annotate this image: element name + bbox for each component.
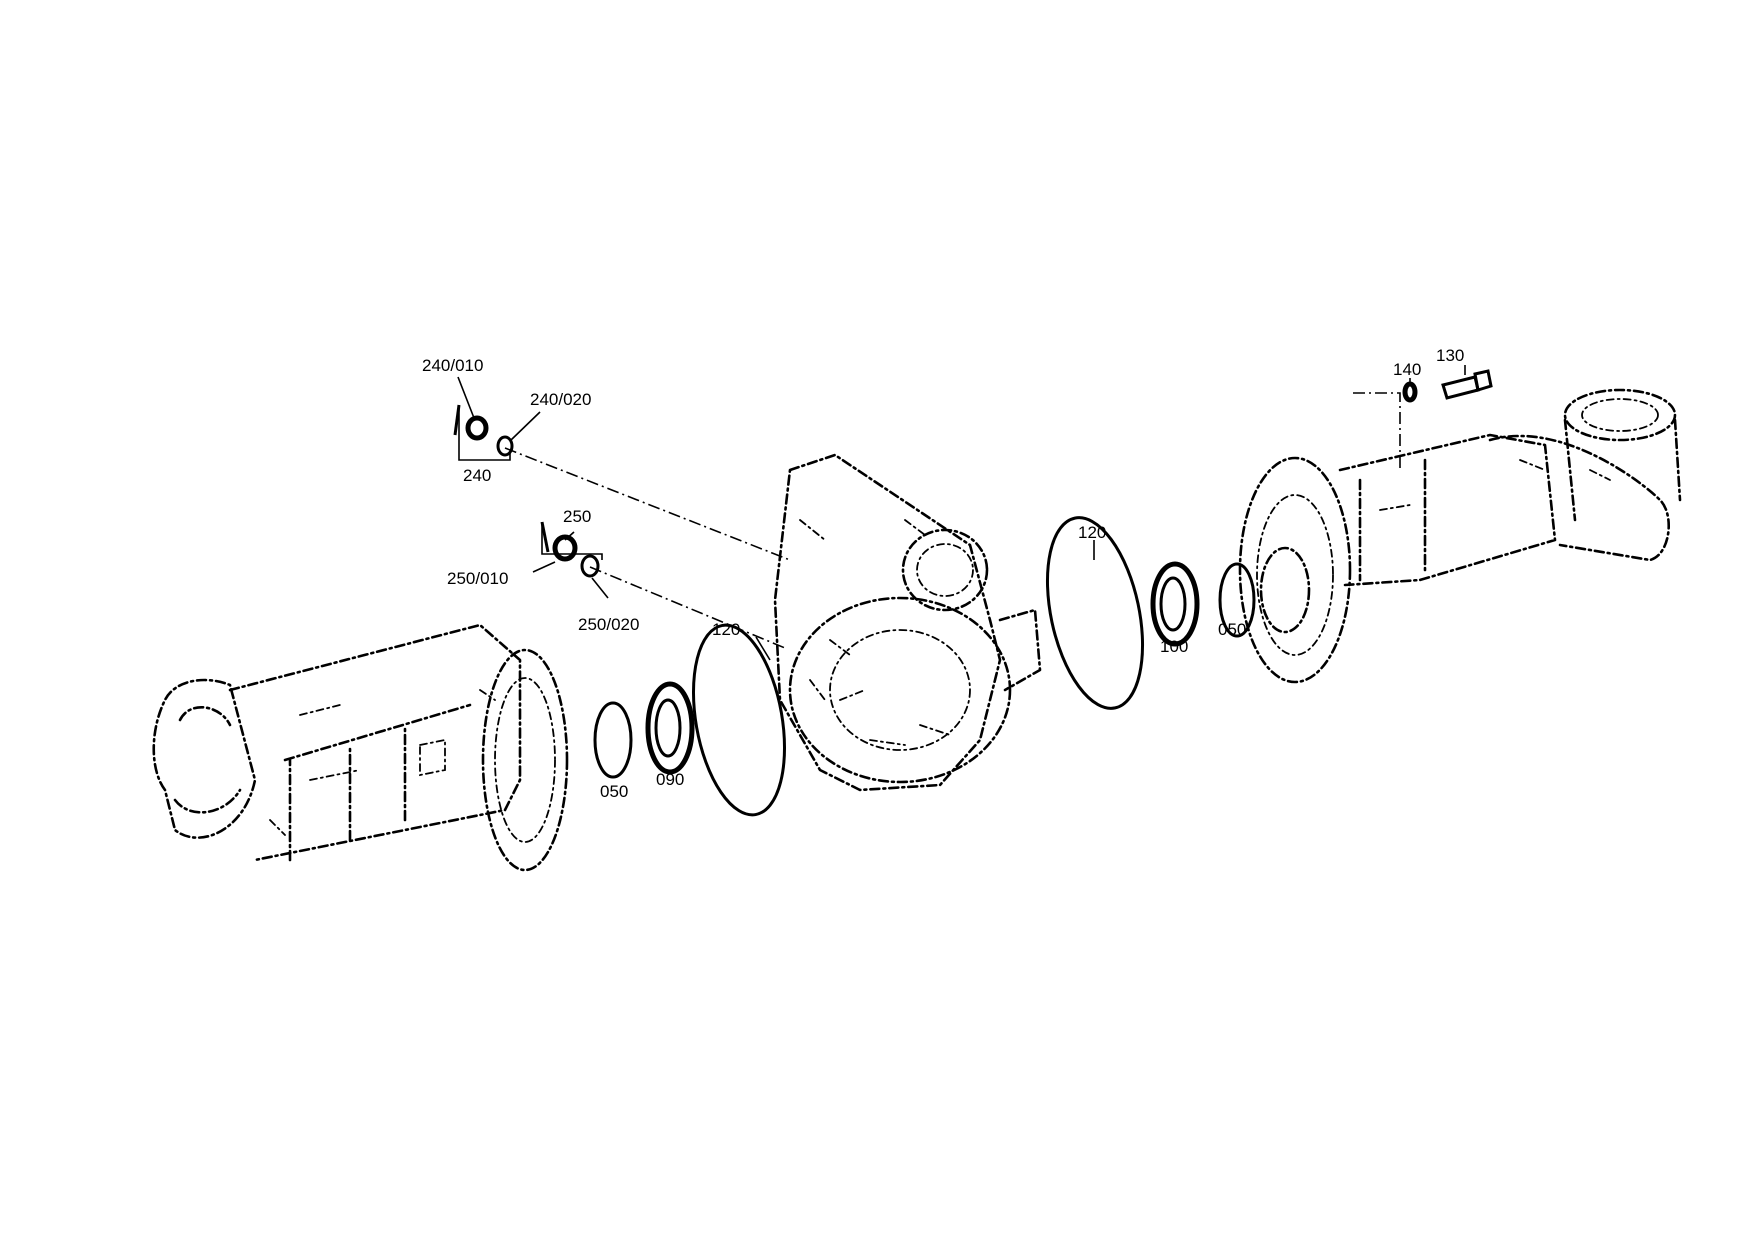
part-250-020-ring: [580, 554, 600, 578]
part-240-020-ring: [496, 435, 514, 457]
label-050-left: 050: [600, 782, 628, 801]
part-050-right-ring: [1218, 562, 1256, 638]
part-250-010-sleeve: [552, 534, 578, 562]
part-240-010-sleeve: [465, 415, 489, 441]
label-090: 090: [656, 770, 684, 789]
label-050-right: 050: [1218, 620, 1246, 639]
label-120-left: 120: [712, 620, 740, 639]
label-140: 140: [1393, 360, 1421, 379]
part-250-assembly: [532, 521, 609, 599]
label-120-right: 120: [1078, 523, 1106, 542]
label-240-010: 240/010: [422, 356, 483, 375]
part-050-left-ring: [593, 701, 633, 779]
part-120-left-oring: [691, 623, 787, 817]
left-axle-housing: [152, 623, 569, 872]
center-carrier-housing: [773, 453, 1042, 792]
assembly-centerlines: [504, 392, 1401, 649]
label-240-020: 240/020: [530, 390, 591, 409]
part-090-bearing: [645, 681, 695, 775]
part-120-right-oring: [1045, 516, 1145, 710]
part-100-bearing: [1150, 561, 1200, 647]
label-100: 100: [1160, 637, 1188, 656]
part-130-bolt: [1441, 369, 1493, 400]
right-axle-housing: [1238, 388, 1682, 684]
label-130: 130: [1436, 346, 1464, 365]
part-140-washer: [1402, 381, 1418, 403]
label-250: 250: [563, 507, 591, 526]
label-250-020: 250/020: [578, 615, 639, 634]
part-240-assembly: [453, 376, 541, 461]
label-250-010: 250/010: [447, 569, 508, 588]
leader-120-left: [755, 636, 771, 661]
label-240: 240: [463, 466, 491, 485]
